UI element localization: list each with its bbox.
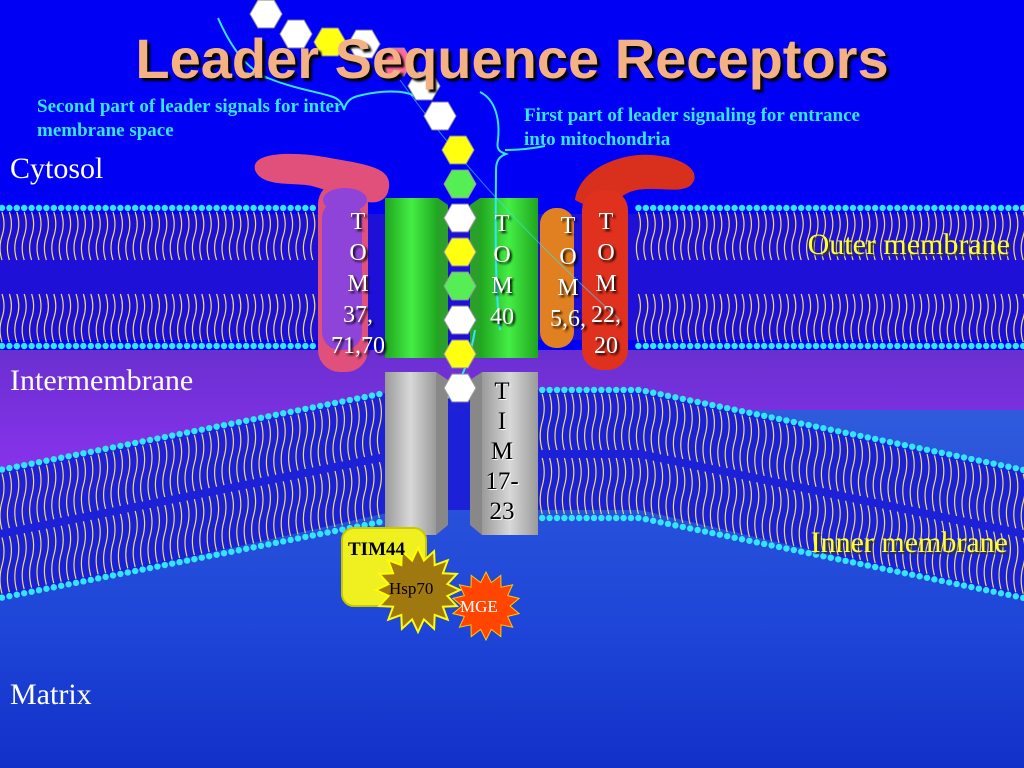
- leader-bead: [407, 71, 441, 101]
- leader-bead: [443, 169, 477, 199]
- tim-44-label: TIM44: [348, 539, 405, 560]
- cytosol-label: Cytosol: [10, 152, 104, 185]
- tom-40-label: T O M 40: [490, 211, 514, 330]
- leader-sequence-chain: [249, 0, 477, 403]
- tim17-23-channel: [385, 372, 538, 535]
- leader-bead: [443, 339, 477, 369]
- hsp70-protein: [373, 545, 463, 635]
- slide-title: Leader Sequence Receptors: [135, 27, 889, 90]
- annotation-lines: [217, 17, 621, 399]
- tim-17-23-label: T I M 17- 23: [485, 378, 519, 525]
- leader-bead: [443, 237, 477, 267]
- leader-bead: [347, 29, 381, 59]
- leader-bead: [441, 135, 475, 165]
- tom40-channel: [385, 198, 538, 358]
- leader-bead: [379, 47, 413, 77]
- leader-bead: [443, 271, 477, 301]
- first-part-annotation: First part of leader signaling for entra…: [524, 105, 860, 150]
- mge-protein: [451, 570, 521, 642]
- mge-label: MGE: [460, 597, 498, 616]
- tom70-receptor: [254, 153, 390, 372]
- matrix-label: Matrix: [10, 678, 92, 711]
- tom22-receptor: [575, 154, 695, 370]
- intermembrane-label: Intermembrane: [10, 364, 194, 397]
- hsp70-label: Hsp70: [389, 579, 434, 598]
- inner-membrane-label: Inner membrane: [810, 526, 1008, 559]
- leader-bead: [423, 101, 457, 131]
- tom-22-20-label: T O M 22, 20: [591, 209, 621, 359]
- tom5-6-protein: [540, 208, 574, 348]
- leader-bead: [249, 0, 283, 29]
- outer-membrane-label: Outer membrane: [807, 228, 1010, 261]
- second-part-annotation: Second part of leader signals for inter …: [37, 96, 343, 141]
- tom-37-71-70-label: T O M 37, 71,70: [331, 209, 385, 359]
- leader-bead: [443, 203, 477, 233]
- leader-bead: [443, 373, 477, 403]
- leader-bead: [313, 27, 347, 57]
- tom-5-6-label: T O M 5,6,: [550, 213, 586, 332]
- leader-bead: [279, 19, 313, 49]
- leader-bead: [443, 305, 477, 335]
